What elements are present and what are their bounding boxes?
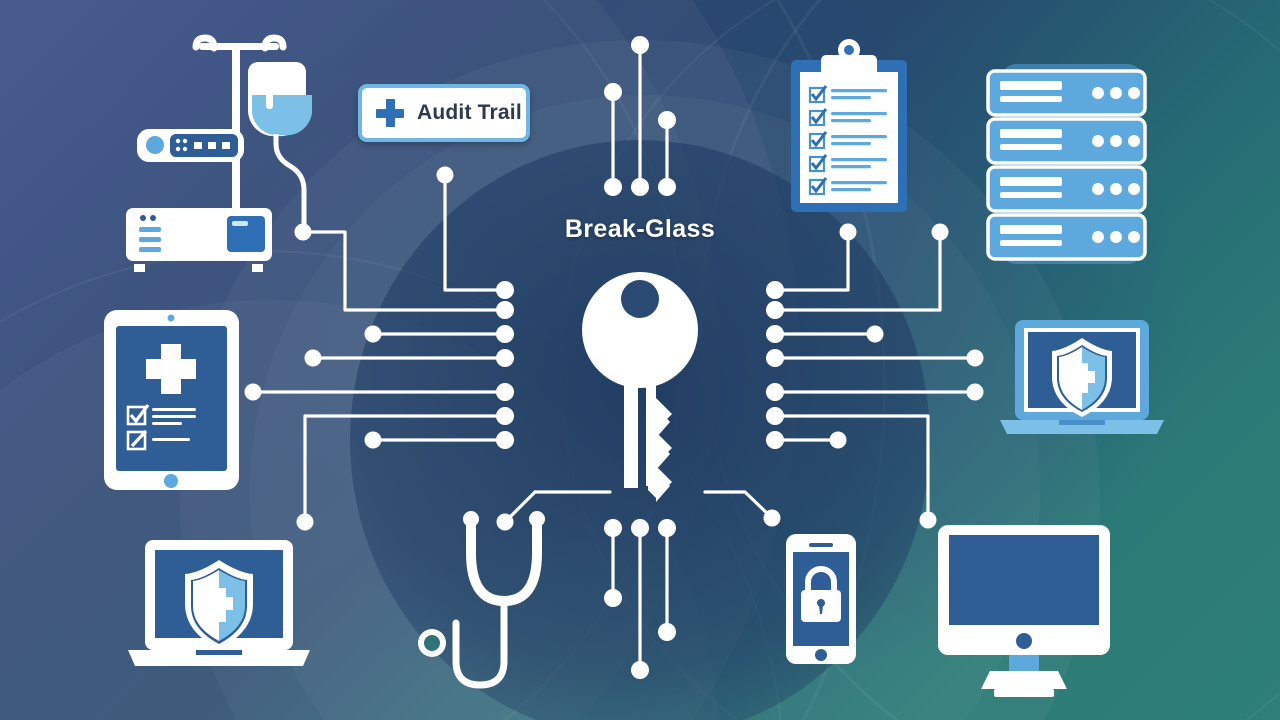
server-rack-icon (986, 64, 1147, 264)
page-title: Break-Glass (564, 215, 716, 243)
medical-control-panel-icon (137, 129, 244, 162)
infusion-pump-icon (126, 208, 272, 272)
key-icon (582, 272, 698, 502)
stethoscope-icon (418, 511, 545, 689)
audit-trail-badge[interactable]: Audit Trail (358, 84, 530, 142)
phone-lock-icon (786, 534, 856, 664)
audit-trail-label: Audit Trail (417, 101, 522, 124)
medical-tablet-icon (104, 310, 239, 490)
clipboard-checklist-icon (791, 39, 907, 212)
medical-cross-icon (376, 99, 404, 127)
laptop-shield-icon-right (1000, 320, 1164, 434)
laptop-shield-icon-left (128, 540, 310, 666)
desktop-monitor-icon (938, 525, 1110, 697)
